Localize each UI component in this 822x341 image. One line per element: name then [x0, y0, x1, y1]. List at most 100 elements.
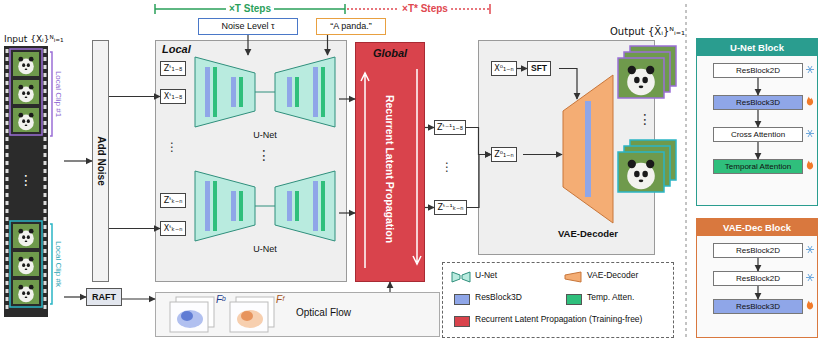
connector-arrow — [757, 142, 758, 159]
connector-arrow — [389, 282, 390, 292]
connector-arrow — [339, 98, 355, 99]
unet-label: U-Net — [253, 244, 277, 254]
flow-symbol: Fᶠ — [276, 294, 284, 306]
unet-shape — [191, 55, 339, 129]
unet-shape — [191, 169, 339, 243]
connector-arrow — [425, 207, 434, 208]
legend-label: U-Net — [475, 271, 497, 281]
latent-box: Zᵗ⁻¹₁₋₈ — [434, 120, 466, 135]
box-label: Zᵗ⁻¹₁₋₈ — [437, 123, 463, 132]
connector-arrow — [757, 110, 758, 127]
unet-module: U-Net — [191, 169, 339, 257]
sft-box: SFT — [527, 61, 551, 76]
latent-box: X⁰₁₋ₙ — [491, 61, 517, 76]
connector-arrow — [109, 228, 160, 229]
box-label: ResBlock2D — [736, 66, 780, 75]
connector-arrow — [339, 212, 355, 213]
box-label: Zᵗ⁻¹ₖ₋ₙ — [437, 203, 463, 212]
connector-arrow — [517, 68, 527, 69]
legend-swatch — [454, 294, 470, 305]
legend-swatch — [566, 294, 582, 305]
output-heading: Output {X̃ᵢ}ᴺᵢ₌₁ — [610, 26, 685, 38]
latent-box: Zᵗ₁₋₈ — [160, 61, 186, 76]
connector-arrow — [122, 298, 155, 299]
block-layer: Temporal Attention — [713, 159, 803, 174]
connector-arrow — [467, 155, 491, 208]
unet-block-panel: U-Net BlockResBlock2D ResBlock3D Cross Att… — [696, 38, 818, 206]
noise-level-box: Noise Level τ — [198, 18, 298, 35]
box-label: ResBlock2D — [736, 274, 780, 283]
latent-box: Z⁰₁₋ₙ — [491, 147, 517, 162]
step-label: ×T* Steps — [399, 3, 451, 15]
legend-label: Recurrent Latent Propagation (Training-f… — [475, 315, 642, 325]
clip-label: Local Clip #k — [53, 241, 62, 287]
block-layer: ResBlock2D — [713, 243, 803, 258]
box-label: SFT — [531, 64, 547, 74]
connector-arrow — [247, 35, 248, 55]
box-label: Xᵗ₁₋₈ — [164, 92, 182, 101]
input-heading: Input {Xᵢ}ᴺᵢ₌₁ — [4, 34, 64, 44]
connector-arrow — [757, 78, 758, 95]
connector-arrow — [425, 127, 434, 128]
box-label: X⁰₁₋ₙ — [494, 64, 513, 73]
ellipsis: ⋮ — [166, 141, 178, 155]
panel-header: U-Net Block — [697, 39, 817, 56]
connector-arrow — [757, 258, 758, 271]
decoder-label: VAE-Decoder — [558, 229, 618, 240]
vae-dec-block-panel: VAE-Dec BlockResBlock2D ResBlock2D ResBloc… — [696, 218, 818, 338]
legend-swatch — [454, 316, 470, 327]
legend-shape — [563, 271, 583, 283]
flow-symbol: Fᵇ — [216, 294, 225, 306]
latent-box: Zᵗₖ₋ₙ — [160, 193, 186, 208]
box-label: Z⁰₁₋ₙ — [494, 150, 513, 159]
connector-arrow — [64, 160, 92, 161]
block-layer: ResBlock2D — [713, 271, 803, 286]
box-label: ResBlock3D — [736, 302, 780, 311]
frozen-icon — [806, 66, 814, 281]
block-layer: ResBlock2D — [713, 63, 803, 78]
ellipsis: ⋮ — [638, 111, 652, 127]
recurrent-latent-propagation-box: GlobalRecurrent Latent Propagation — [355, 42, 425, 282]
latent-box: Xᵗ₁₋₈ — [160, 89, 186, 104]
step-label: ×T Steps — [226, 3, 274, 15]
connector-arrow — [466, 128, 491, 155]
local-region: LocalU-NetU-NetZᵗ₁₋₈Xᵗ₁₋₈Zᵗₖ₋ₙXᵗₖ₋ₙ — [155, 40, 347, 282]
legend-label: VAE-Decoder — [587, 271, 638, 281]
box-label: ResBlock2D — [736, 246, 780, 255]
box-label: Noise Level τ — [221, 21, 274, 31]
legend-label: ResBlock3D — [475, 293, 522, 303]
connector-arrow — [109, 96, 160, 97]
raft-box: RAFT — [86, 288, 122, 306]
legend-box: U-Net VAE-DecoderResBlock3D Temp. Atten. Re… — [442, 262, 674, 338]
box-label: Temporal Attention — [725, 162, 791, 171]
clip-bracket — [50, 52, 52, 304]
latent-box: Zᵗ⁻¹ₖ₋ₙ — [434, 200, 467, 215]
block-layer: Cross Attention — [713, 127, 803, 142]
box-label: Cross Attention — [731, 130, 785, 139]
region-title: Local — [162, 43, 191, 56]
ellipsis: ⋮ — [257, 147, 271, 163]
legend-label: Temp. Atten. — [587, 293, 634, 303]
step-bar — [155, 4, 490, 14]
connector-arrow — [757, 286, 758, 299]
separator — [686, 4, 687, 337]
panel-header: VAE-Dec Block — [697, 219, 817, 236]
connector-arrow — [64, 296, 86, 297]
clip-label: Local Clip #1 — [53, 71, 62, 117]
vertical-label: Add Noise — [95, 136, 107, 185]
unet-module: U-Net — [191, 55, 339, 143]
box-label: RAFT — [92, 292, 116, 302]
prompt-box: “A panda.” — [316, 18, 386, 35]
box-label: ResBlock3D — [736, 98, 780, 107]
ellipsis: ⋮ — [441, 161, 453, 175]
latent-box: Xᵗₖ₋ₙ — [160, 221, 186, 236]
box-label: “A panda.” — [330, 21, 372, 31]
output-frames — [618, 46, 676, 192]
region-title: Global — [373, 47, 407, 60]
box-label: Xᵗₖ₋ₙ — [164, 224, 183, 233]
legend-shape — [451, 271, 471, 283]
block-layer: ResBlock3D — [713, 95, 803, 110]
unet-label: U-Net — [253, 130, 277, 140]
add-noise-box: Add Noise — [92, 40, 109, 282]
optical-flow-region: Optical Flow — [155, 292, 440, 337]
